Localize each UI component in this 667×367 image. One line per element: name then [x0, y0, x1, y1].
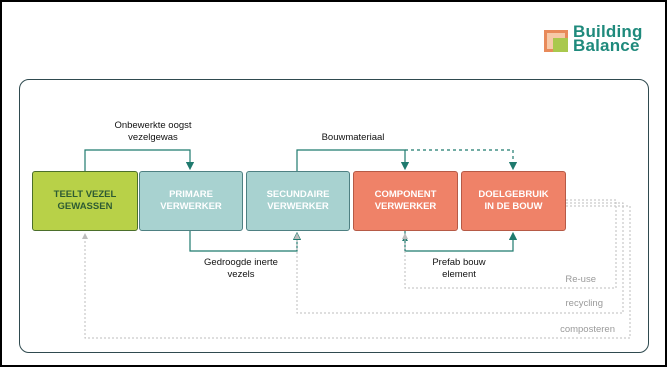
connector-bouwmateriaal	[296, 149, 410, 171]
loop-composteren	[82, 205, 631, 339]
label-onbewerkte-oogst: Onbewerkte oogst vezelgewas	[114, 120, 192, 143]
building-balance-logo-icon	[544, 30, 568, 52]
loop-recycling	[294, 202, 624, 314]
label-gedroogde-inerte-vezels: Gedroogde inerte vezels	[204, 257, 278, 280]
box-secundaire-verwerker: SECUNDAIRE VERWERKER	[246, 171, 350, 231]
connector-prefab	[404, 231, 518, 252]
connector-bouwmateriaal-direct	[405, 149, 518, 171]
label-composteren: composteren	[560, 324, 615, 335]
box-label: PRIMARE VERWERKER	[160, 189, 222, 212]
box-teelt-vezel-gewassen: TEELT VEZEL GEWASSEN	[32, 171, 138, 231]
logo-wordmark: Building Balance	[573, 22, 643, 55]
box-primaire-verwerker: PRIMARE VERWERKER	[139, 171, 243, 231]
label-prefab-bouw-element: Prefab bouw element	[432, 257, 486, 280]
label-recycling: recycling	[565, 298, 604, 309]
logo-line-1: Building	[573, 22, 643, 41]
box-label: TEELT VEZEL GEWASSEN	[53, 189, 117, 212]
box-component-verwerker: COMPONENT VERWERKER	[353, 171, 458, 231]
loop-reuse	[402, 199, 617, 289]
connector-onbewerkt	[84, 149, 195, 171]
label-re-use: Re-use	[565, 274, 596, 285]
connector-gedroogd	[189, 231, 302, 252]
box-label: COMPONENT VERWERKER	[374, 189, 437, 212]
box-doelgebruik-in-de-bouw: DOELGEBRUIK IN DE BOUW	[461, 171, 566, 231]
box-label: SECUNDAIRE VERWERKER	[266, 189, 330, 212]
box-label: DOELGEBRUIK IN DE BOUW	[478, 189, 549, 212]
logo-line-2: Balance	[573, 36, 640, 55]
building-balance-logo: Building Balance	[544, 22, 654, 64]
label-bouwmateriaal: Bouwmateriaal	[321, 132, 385, 143]
